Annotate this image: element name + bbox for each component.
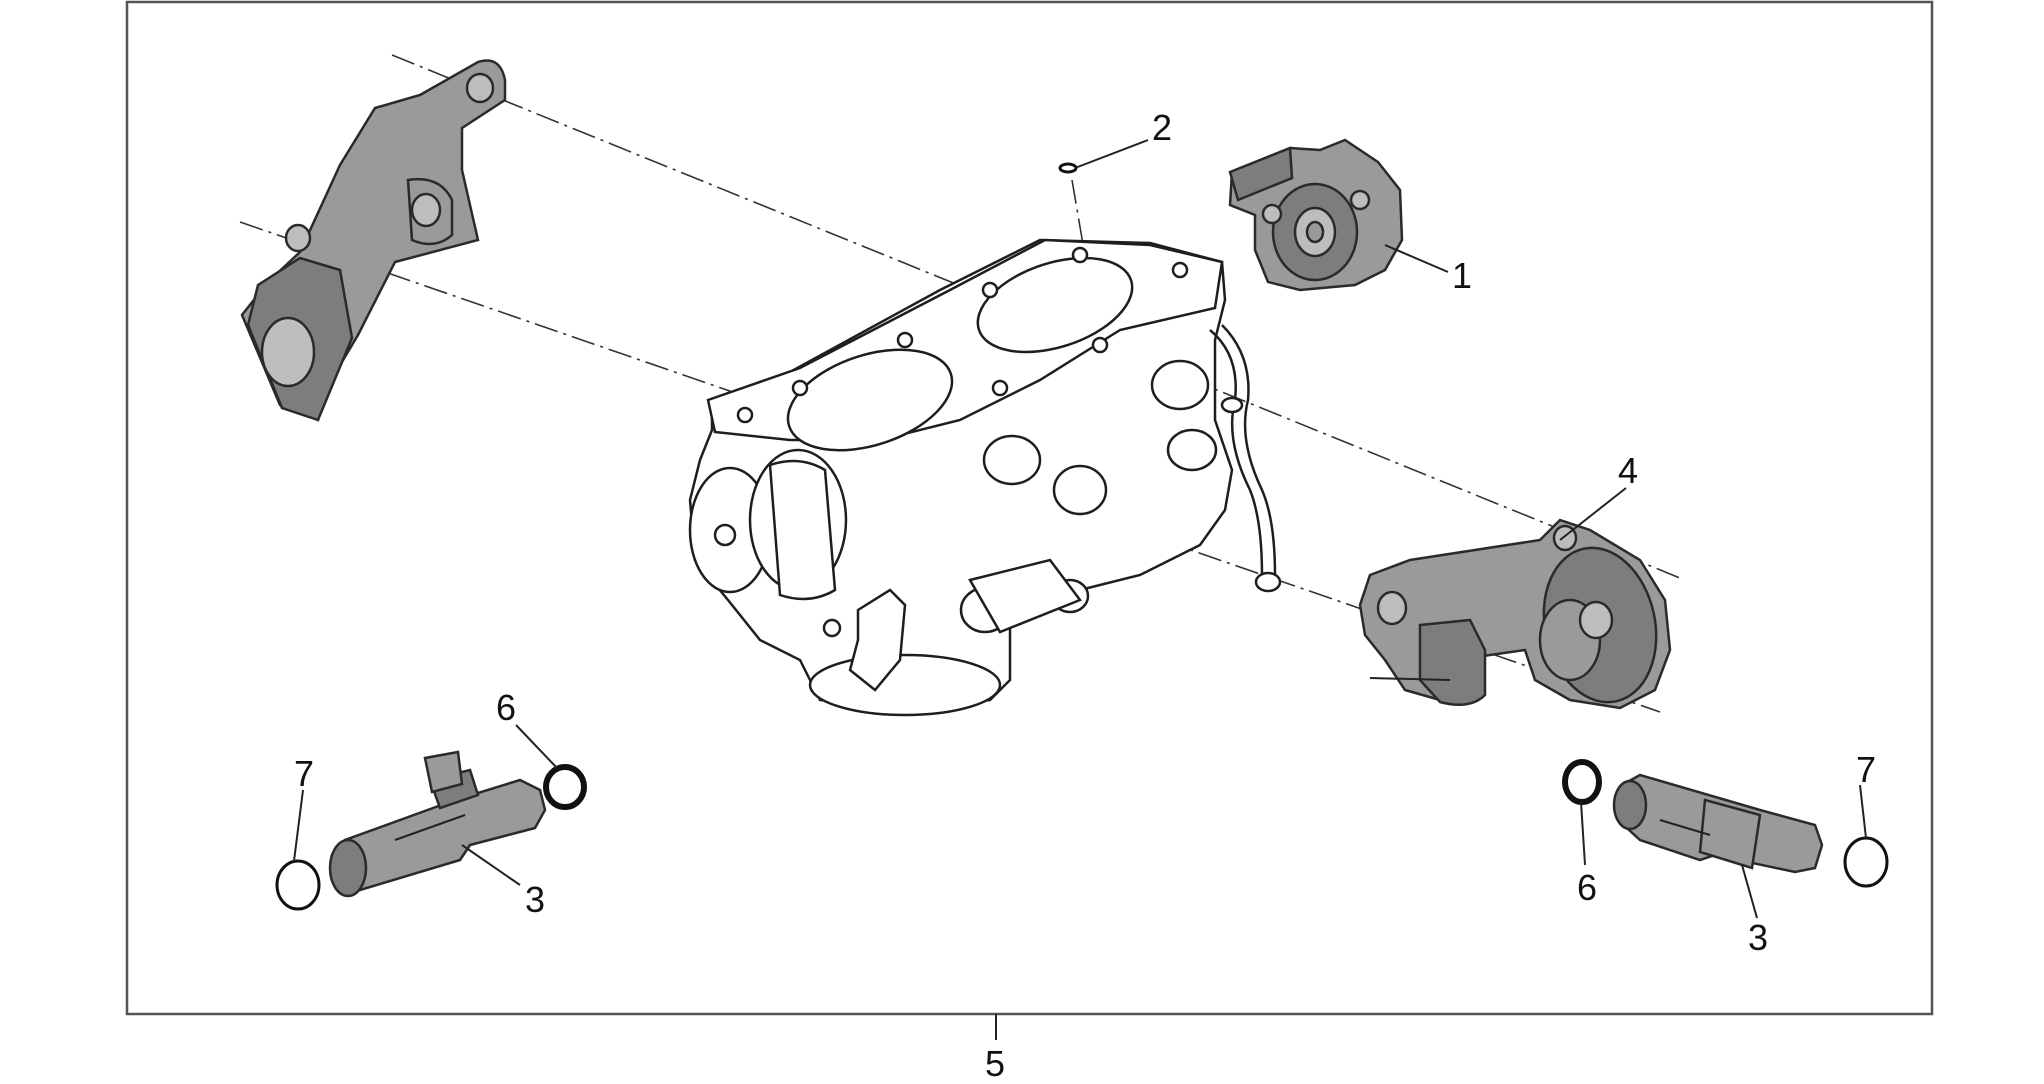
injector-right bbox=[1612, 773, 1824, 874]
fuel-rail-left bbox=[240, 59, 507, 422]
oring-right-6 bbox=[1562, 759, 1602, 805]
fuel-rail-right bbox=[1358, 518, 1672, 710]
oring-left-7 bbox=[275, 859, 321, 911]
callout-7-right: 7 bbox=[1856, 749, 1876, 790]
leader-2 bbox=[1074, 139, 1149, 169]
small-oring bbox=[1058, 162, 1078, 174]
leader-1 bbox=[1384, 244, 1449, 273]
frame-label: 5 bbox=[985, 1043, 1005, 1084]
callout-6-left: 6 bbox=[496, 687, 516, 728]
injector-left bbox=[328, 750, 547, 898]
callout-3-right: 3 bbox=[1748, 917, 1768, 958]
leader-4 bbox=[1559, 487, 1627, 541]
callout-3-left: 3 bbox=[525, 879, 545, 920]
throttle-position-sensor bbox=[1228, 138, 1404, 292]
oring-left-6 bbox=[543, 764, 587, 810]
callout-7-left: 7 bbox=[294, 753, 314, 794]
leader-6-right bbox=[1580, 801, 1586, 866]
assembly-frame bbox=[125, 0, 1934, 1016]
leader-7-left bbox=[293, 789, 304, 862]
leader-3-right bbox=[1741, 864, 1758, 919]
callout-6-right: 6 bbox=[1577, 867, 1597, 908]
leader-3-left bbox=[461, 844, 521, 886]
leader-7-right bbox=[1859, 784, 1867, 839]
throttle-body bbox=[688, 238, 1282, 717]
callout-2: 2 bbox=[1152, 107, 1172, 148]
callout-1: 1 bbox=[1452, 255, 1472, 296]
callout-4: 4 bbox=[1618, 450, 1638, 491]
oring-right-7 bbox=[1843, 836, 1889, 888]
leader-6-left bbox=[515, 724, 558, 769]
